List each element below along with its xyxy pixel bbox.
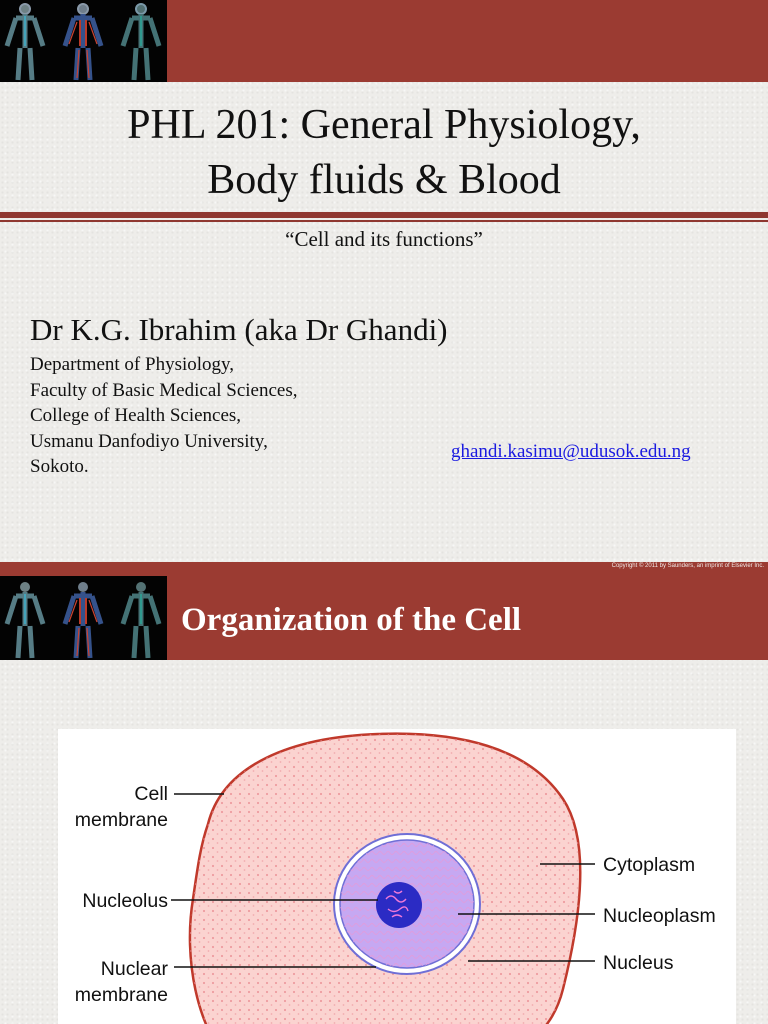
slide-title: Organization of the Cell — [181, 602, 522, 638]
affiliation-line: Department of Physiology, — [30, 354, 235, 375]
affiliation-block: Department of Physiology, Faculty of Bas… — [30, 352, 298, 480]
label-cell: Cell — [134, 783, 168, 805]
title-divider-thick — [0, 212, 768, 218]
affiliation-line: Usmanu Danfodiyo University, — [30, 430, 268, 452]
label-nuclear: Nuclear — [101, 958, 169, 980]
slide-subtitle: “Cell and its functions” — [285, 227, 483, 251]
title-line-2: Body fluids & Blood — [207, 157, 561, 203]
author-name: Dr K.G. Ibrahim (aka Dr Ghandi) — [30, 312, 448, 347]
label-nucleolus: Nucleolus — [82, 890, 168, 912]
affiliation-line: College of Health Sciences, — [30, 405, 242, 426]
email-link[interactable]: ghandi.kasimu@udusok.edu.ng — [451, 441, 691, 462]
affiliation-line: Faculty of Basic Medical Sciences, — [30, 379, 298, 401]
affiliation-line: Sokoto. — [30, 456, 89, 477]
cell-diagram-graphic: Cell membrane Nucleolus Nuclear membrane… — [75, 732, 716, 1024]
anatomy-figures-graphic — [4, 582, 162, 659]
title-line-1: PHL 201: General Physiology, — [127, 102, 641, 148]
anatomy-figures-graphic — [4, 3, 162, 81]
anatomy-figures-image — [0, 576, 167, 660]
label-nucleoplasm: Nucleoplasm — [603, 905, 716, 927]
nucleolus-texture — [385, 890, 409, 918]
slide-title: PHL 201: General Physiology, Body fluids… — [0, 98, 768, 208]
label-nucleus: Nucleus — [603, 952, 674, 974]
cell-diagram: Cell membrane Nucleolus Nuclear membrane… — [58, 729, 736, 1024]
label-cell-membrane: membrane — [75, 809, 168, 831]
top-strip: Copyright © 2011 by Saunders, an imprint… — [0, 562, 768, 576]
anatomy-figures-image — [0, 0, 167, 82]
copyright-note: Copyright © 2011 by Saunders, an imprint… — [611, 563, 764, 569]
title-slide: PHL 201: General Physiology, Body fluids… — [0, 0, 768, 562]
label-nuclear-membrane: membrane — [75, 984, 168, 1006]
content-slide: Copyright © 2011 by Saunders, an imprint… — [0, 562, 768, 1024]
label-cytoplasm: Cytoplasm — [603, 854, 695, 876]
label-leader-lines — [171, 793, 595, 968]
title-divider-thin — [0, 220, 768, 222]
nucleolus-shape — [376, 882, 422, 928]
